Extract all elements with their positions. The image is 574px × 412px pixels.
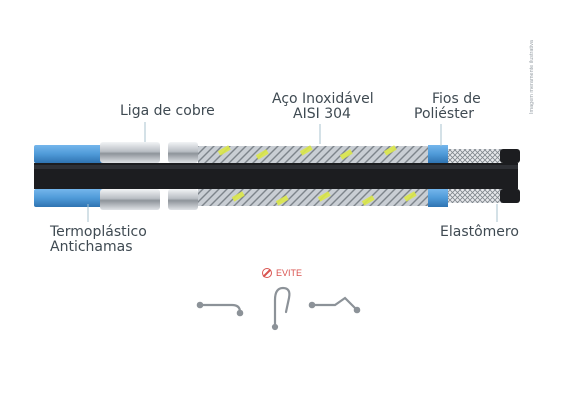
- label-polyester-line2: Poliéster: [414, 106, 475, 122]
- evite-warning: EVITE: [262, 268, 302, 278]
- kinked-hose-icon: [308, 296, 361, 314]
- elastomer-end-top: [500, 149, 520, 163]
- disclaimer-text: Imagem meramente ilustrativa: [529, 40, 535, 114]
- label-thermoplastic-line2: Antichamas: [50, 239, 133, 255]
- steel-braid-top: [198, 146, 428, 163]
- bent-hose-icon: [196, 301, 244, 317]
- label-stainless-line1: Aço Inoxidável: [272, 91, 374, 107]
- polyester-mesh-top: [440, 149, 502, 163]
- copper-ring-right-top: [168, 142, 198, 163]
- label-thermoplastic-line1: Termoplástico: [50, 224, 147, 240]
- label-polyester-threads: Fios de Poliéster: [414, 92, 481, 122]
- outer-blue-right-top: [428, 145, 448, 163]
- label-polyester-line1: Fios de: [432, 91, 481, 107]
- label-stainless-line2: AISI 304: [293, 106, 351, 122]
- looped-hose-icon: [271, 286, 291, 331]
- label-thermoplastic: Termoplástico Antichamas: [50, 225, 147, 255]
- evite-label: EVITE: [276, 268, 303, 278]
- yellow-tracer-marks: [217, 145, 417, 206]
- label-elastomer: Elastômero: [440, 224, 519, 240]
- label-copper-alloy: Liga de cobre: [120, 103, 215, 119]
- copper-ring-left-bottom: [100, 189, 160, 210]
- label-stainless-steel: Aço Inoxidável AISI 304: [272, 91, 374, 122]
- thermoplastic-cover-top: [34, 145, 104, 163]
- polyester-mesh-bottom: [440, 189, 502, 203]
- elastomer-end-bottom: [500, 189, 520, 203]
- no-entry-icon: [262, 268, 272, 278]
- thermoplastic-cover-bottom: [34, 189, 104, 207]
- copper-ring-left-top: [100, 142, 160, 163]
- outer-blue-right-bottom: [428, 189, 448, 207]
- copper-ring-right-bottom: [168, 189, 198, 210]
